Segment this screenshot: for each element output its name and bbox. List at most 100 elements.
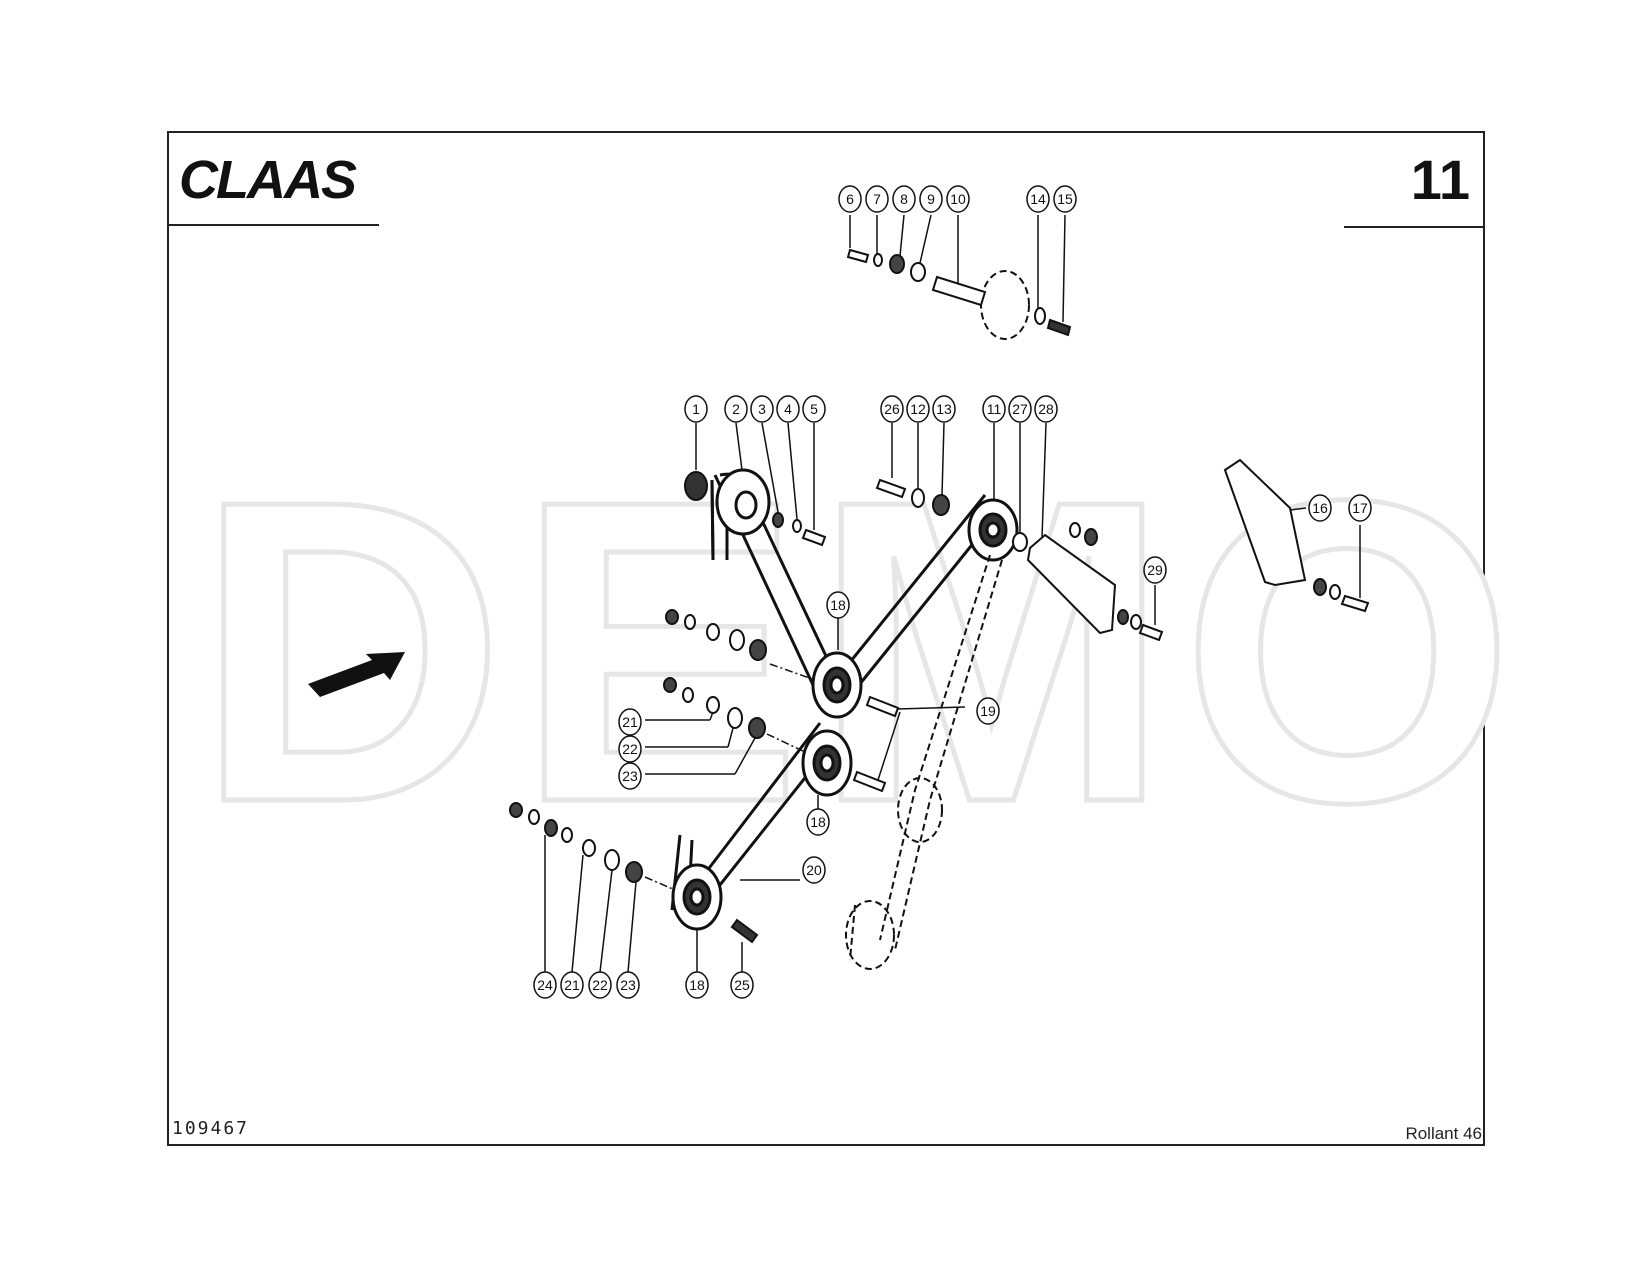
- svg-text:16: 16: [1312, 500, 1328, 516]
- svg-text:23: 23: [620, 977, 636, 993]
- svg-text:26: 26: [884, 401, 900, 417]
- washer-17: [1329, 584, 1341, 600]
- callout-23-mid: 23: [618, 762, 642, 790]
- nut-8: [889, 254, 905, 274]
- svg-text:25: 25: [734, 977, 750, 993]
- washer-lower-left: [528, 809, 540, 825]
- callout-6: 6: [838, 185, 862, 213]
- callout-17: 17: [1348, 494, 1372, 522]
- washer-7: [873, 253, 883, 267]
- callout-3: 3: [750, 395, 774, 423]
- washer-9: [910, 262, 926, 282]
- bolt-29: [1138, 623, 1164, 642]
- pulley-2: [715, 468, 771, 536]
- page-number-underline: [1344, 226, 1484, 228]
- bolt-19-upper: [865, 695, 900, 718]
- callout-2: 2: [724, 395, 748, 423]
- svg-text:24: 24: [537, 977, 553, 993]
- nut-lower-left: [509, 802, 523, 818]
- page-number: 11: [1410, 148, 1470, 211]
- ring-22-lower: [604, 849, 620, 871]
- washer-14: [1034, 307, 1046, 325]
- sprocket-lower: [845, 900, 895, 970]
- nut-23-mid: [748, 717, 766, 739]
- callout-14: 14: [1026, 185, 1050, 213]
- svg-text:17: 17: [1352, 500, 1368, 516]
- bolt-19-lower: [852, 770, 887, 793]
- svg-text:2: 2: [732, 401, 740, 417]
- callout-20: 20: [802, 856, 826, 884]
- axis-lower-pulley: [644, 876, 676, 891]
- callout-11: 11: [982, 395, 1006, 423]
- nut-28b: [1084, 528, 1098, 546]
- callout-26: 26: [880, 395, 904, 423]
- brand-underline: [167, 224, 379, 226]
- svg-text:4: 4: [784, 401, 792, 417]
- tension-bracket-28: [1026, 533, 1117, 635]
- svg-text:7: 7: [873, 191, 881, 207]
- claas-logo: CLAAS: [179, 150, 359, 208]
- bolt-5: [801, 528, 827, 547]
- svg-text:27: 27: [1012, 401, 1028, 417]
- washer-upper-left: [684, 614, 696, 630]
- callout-29: 29: [1143, 556, 1167, 584]
- svg-text:22: 22: [622, 741, 638, 757]
- svg-text:13: 13: [936, 401, 952, 417]
- washer-29b: [1130, 614, 1142, 630]
- v-belt-upper-left: [710, 472, 844, 701]
- svg-text:20: 20: [806, 862, 822, 878]
- bearing-1: [684, 471, 708, 501]
- axis-middle-pulley: [766, 733, 806, 753]
- svg-text:11: 11: [987, 401, 1002, 417]
- svg-text:18: 18: [689, 977, 705, 993]
- bushing-21-upper: [706, 623, 720, 641]
- callout-27: 27: [1008, 395, 1032, 423]
- svg-text:21: 21: [622, 714, 638, 730]
- callout-25: 25: [730, 971, 754, 999]
- shaft-10: [931, 275, 987, 307]
- nut-mid-left: [663, 677, 677, 693]
- svg-text:18: 18: [830, 597, 846, 613]
- brand-text: CLAAS: [179, 150, 357, 208]
- svg-text:29: 29: [1147, 562, 1163, 578]
- nut-upper-left: [665, 609, 679, 625]
- callout-22-mid: 22: [618, 735, 642, 763]
- callout-8: 8: [892, 185, 916, 213]
- washer-12: [911, 488, 925, 508]
- svg-text:12: 12: [910, 401, 926, 417]
- callout-10: 10: [946, 185, 970, 213]
- callout-7: 7: [865, 185, 889, 213]
- bolt-6: [846, 248, 870, 264]
- svg-text:1: 1: [692, 401, 700, 417]
- bushing-21-lower: [582, 839, 596, 857]
- svg-text:22: 22: [592, 977, 608, 993]
- callout-15: 15: [1053, 185, 1077, 213]
- washer-mid-left: [682, 687, 694, 703]
- ring-22-upper: [729, 629, 745, 651]
- bolt-15: [1046, 318, 1072, 337]
- svg-text:28: 28: [1038, 401, 1054, 417]
- callout-28: 28: [1034, 395, 1058, 423]
- callout-16: 16: [1308, 494, 1332, 522]
- svg-text:5: 5: [810, 401, 818, 417]
- page-frame: [167, 131, 1485, 1146]
- svg-text:18: 18: [810, 814, 826, 830]
- callout-5: 5: [802, 395, 826, 423]
- cover-plate-16: [1223, 458, 1307, 587]
- callout-4: 4: [776, 395, 800, 423]
- washer-24b: [561, 827, 573, 843]
- callout-1: 1: [684, 395, 708, 423]
- axis-upper-pulley: [769, 663, 816, 681]
- svg-text:9: 9: [927, 191, 935, 207]
- ring-22-mid: [727, 707, 743, 729]
- pulley-18-upper: [811, 651, 863, 719]
- bolt-17: [1340, 594, 1370, 613]
- nut-13: [932, 494, 950, 516]
- nut-23-upper: [749, 639, 767, 661]
- nut-16: [1313, 578, 1327, 596]
- svg-text:3: 3: [758, 401, 766, 417]
- direction-arrow: [308, 652, 405, 697]
- nut-23-lower: [625, 861, 643, 883]
- drawing-number: 109467: [172, 1118, 250, 1139]
